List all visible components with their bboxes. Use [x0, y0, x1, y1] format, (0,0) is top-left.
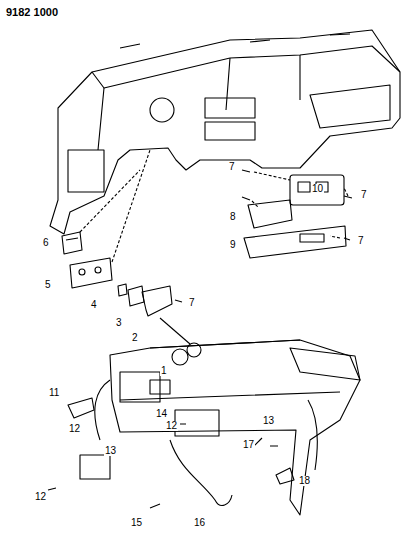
part-2-bezel	[142, 286, 172, 316]
leader-lines	[252, 172, 348, 238]
callout-number: 11	[48, 388, 60, 398]
callout-number: 12	[68, 424, 81, 434]
callout-number: 3	[115, 318, 123, 328]
figure-number: 9182 1000	[5, 7, 59, 18]
frame-edges	[120, 340, 340, 400]
part-11-duct	[68, 398, 94, 418]
part-16-cable	[170, 440, 232, 505]
callout-number: 10	[311, 184, 324, 194]
screws-7	[242, 170, 352, 240]
callout-number: 2	[131, 333, 139, 343]
plate-hole	[79, 269, 85, 275]
callout-number: 8	[229, 212, 237, 222]
callout-number: 12	[165, 421, 178, 431]
part-1-cable	[160, 318, 190, 344]
lower-dash-frame	[110, 340, 360, 515]
cluster-opening	[68, 150, 104, 192]
control-opening	[205, 122, 255, 140]
plate-hole	[95, 267, 101, 273]
screw-7	[175, 300, 182, 302]
part-8-module	[248, 200, 292, 228]
radio-opening	[205, 98, 255, 118]
callout-number: 14	[155, 409, 168, 419]
callout-number: 12	[34, 492, 47, 502]
part-5-plate	[70, 258, 112, 288]
gauge-opening	[150, 98, 174, 122]
part-10-switch-housing	[290, 175, 344, 205]
module-box	[175, 410, 219, 436]
callout-number: 4	[90, 300, 98, 310]
callout-number: 1	[160, 366, 168, 376]
bezel-slot	[300, 234, 324, 242]
part-4-clip	[118, 284, 127, 296]
wire-harness	[95, 380, 317, 470]
callout-number: 18	[298, 476, 311, 486]
callout-number: 5	[44, 280, 52, 290]
leader-lines	[80, 150, 150, 262]
switch-knob	[298, 182, 310, 192]
bracket	[150, 380, 170, 394]
panel-top-edge	[92, 46, 400, 88]
screws-12-15	[48, 424, 278, 508]
instrument-panel	[50, 30, 400, 234]
callout-number: 13	[104, 446, 117, 456]
part-18-clip	[276, 468, 294, 484]
duct-block	[120, 372, 160, 402]
glove-section	[290, 348, 360, 380]
defroster-vents	[120, 34, 350, 48]
callout-number: 9	[229, 240, 237, 250]
part-13-module	[80, 455, 110, 479]
callout-number: 17	[242, 440, 255, 450]
speaker-opening	[172, 349, 188, 365]
glove-box	[310, 85, 390, 128]
part-6-switch	[62, 232, 82, 254]
callout-number: 15	[130, 518, 143, 528]
callout-number: 7	[357, 236, 365, 246]
callout-number: 6	[42, 238, 50, 248]
callout-number: 16	[193, 518, 206, 528]
panel-ribs	[98, 55, 300, 150]
callout-number: 7	[360, 190, 368, 200]
part-9-bezel	[244, 226, 346, 258]
callout-number: 7	[228, 162, 236, 172]
callout-number: 13	[262, 416, 275, 426]
part-3-housing	[128, 286, 144, 306]
callout-number: 7	[188, 298, 196, 308]
